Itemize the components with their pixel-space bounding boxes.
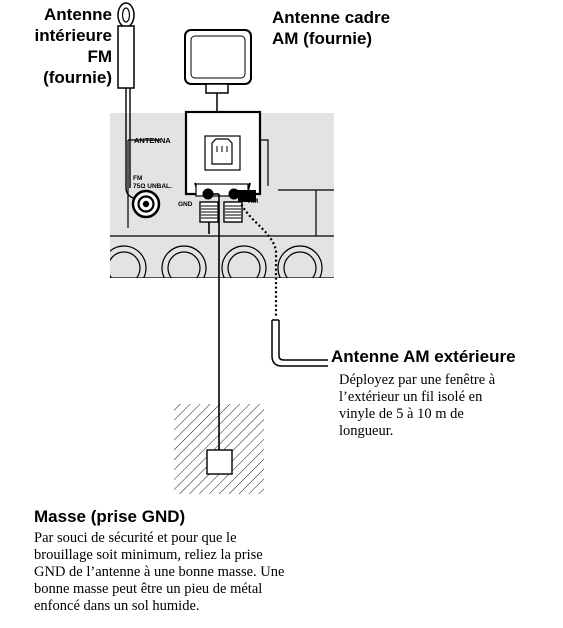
panel-fm-label: FM — [133, 175, 142, 182]
am-loop-label-line-1: Antenne cadre — [272, 8, 391, 27]
ground-desc-line-5: enfoncé dans un sol humide. — [34, 598, 200, 614]
am-outdoor-desc-line-1: Déployez par une fenêtre à — [339, 372, 496, 388]
ground-title: Masse (prise GND) — [34, 507, 186, 526]
am-outdoor-antenna-wire — [236, 195, 328, 367]
fm-label-line-1: Antenne — [44, 5, 112, 24]
panel-antenna-label: ANTENNA — [134, 136, 171, 145]
am-outdoor-antenna-description: Déployez par une fenêtre à l’extérieur u… — [339, 372, 554, 440]
am-loop-antenna — [184, 29, 262, 196]
ground-desc-line-4: bonne masse peut être un pieu de métal — [34, 581, 263, 597]
am-loop-antenna-label: Antenne cadre AM (fournie) — [272, 7, 390, 49]
fm-label-line-3: FM — [87, 47, 112, 66]
ground-earth — [174, 404, 264, 494]
ground-desc-line-2: brouillage soit minimum, reliez la prise — [34, 547, 263, 563]
am-loop-label-line-2: AM (fournie) — [272, 29, 373, 48]
fm-indoor-antenna-label: Antenne intérieure FM (fournie) — [0, 4, 112, 88]
ground-desc-line-1: Par souci de sécurité et pour que le — [34, 530, 237, 546]
am-outdoor-desc-line-2: l’extérieur un fil isolé en — [339, 389, 483, 405]
ground-description: Par souci de sécurité et pour que le bro… — [34, 530, 354, 615]
am-outdoor-antenna-title: Antenne AM extérieure — [331, 347, 516, 366]
rear-connector-row — [110, 245, 323, 278]
panel-fm-impedance-label: 75Ω UNBAL. — [133, 183, 172, 190]
fm-jack — [131, 189, 161, 219]
panel-gnd-label: GND — [178, 201, 193, 208]
ground-desc-line-3: GND de l’antenne à une bonne masse. Une — [34, 564, 285, 580]
fm-label-line-4: (fournie) — [43, 68, 112, 87]
am-outdoor-desc-line-3: vinyle de 5 à 10 m de — [339, 406, 464, 422]
fm-label-line-2: intérieure — [34, 26, 112, 45]
am-outdoor-desc-line-4: longueur. — [339, 423, 394, 439]
